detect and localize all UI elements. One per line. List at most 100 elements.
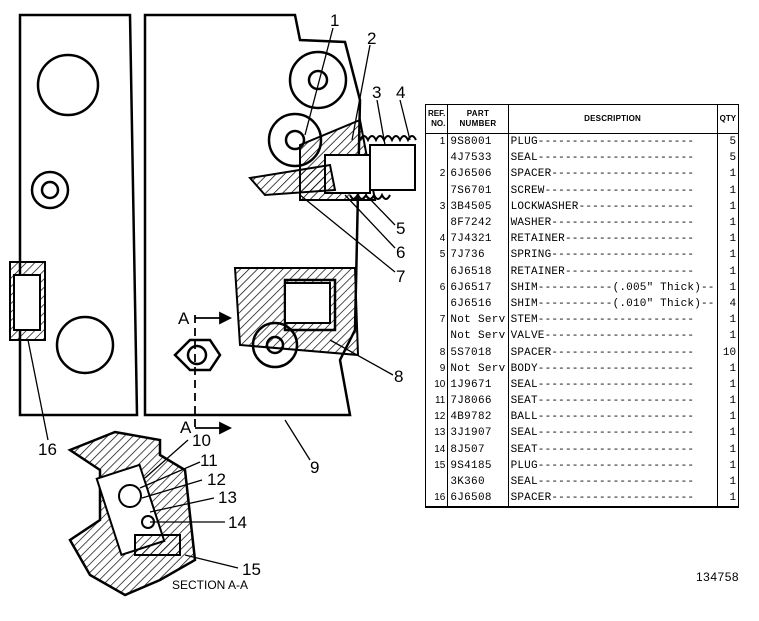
cell-part-number: 6J6506 xyxy=(447,166,509,183)
valve-body-drawing: 1 2 3 4 5 6 7 8 9 10 11 12 13 14 15 16 A… xyxy=(9,11,417,597)
cell-qty: 10 xyxy=(716,344,740,361)
callout-7: 7 xyxy=(396,267,405,286)
cell-qty: 1 xyxy=(716,441,740,458)
cell-qty: 1 xyxy=(716,425,740,442)
cell-part-number: 3J1907 xyxy=(447,425,509,442)
cell-qty: 1 xyxy=(716,312,740,329)
table-header-row: REF. NO. PART NUMBER DESCRIPTION QTY xyxy=(424,104,740,134)
bore-top-right xyxy=(288,50,348,110)
cell-description: SEAL----------------------- xyxy=(507,150,718,167)
cell-qty: 1 xyxy=(716,247,740,264)
ball xyxy=(118,484,142,508)
cell-ref xyxy=(424,295,449,313)
figure-number: 134758 xyxy=(696,570,740,584)
cell-description: PLUG----------------------- xyxy=(507,133,718,151)
callout-16: 16 xyxy=(38,440,57,459)
cell-part-number: 1J9671 xyxy=(447,376,509,393)
cell-part-number: 8F7242 xyxy=(447,214,509,232)
cell-description: VALVE---------------------- xyxy=(507,328,718,345)
cell-ref xyxy=(424,150,449,167)
cell-part-number: 6J6516 xyxy=(447,295,509,313)
cell-part-number: 6J6518 xyxy=(447,263,509,280)
leader-lines xyxy=(27,27,411,569)
cell-description: SEAT----------------------- xyxy=(507,393,718,410)
cell-description: SPACER--------------------- xyxy=(507,490,718,508)
cell-description: SCREW---------------------- xyxy=(507,182,718,199)
cell-part-number: 7J8066 xyxy=(447,393,509,410)
cell-part-number: 7J736 xyxy=(447,247,509,264)
main-block-outline xyxy=(143,13,362,417)
header-description: DESCRIPTION xyxy=(507,104,718,134)
cell-description: SPACER--------------------- xyxy=(507,166,718,183)
cell-qty: 1 xyxy=(716,263,740,280)
cell-part-number: 9S8001 xyxy=(447,133,509,151)
callout-8: 8 xyxy=(394,367,403,386)
cell-part-number: Not Serv xyxy=(447,328,509,345)
hex-plug xyxy=(173,338,222,372)
cell-qty: 1 xyxy=(716,182,740,199)
callout-1: 1 xyxy=(330,11,339,30)
cell-ref: 1 xyxy=(424,133,449,151)
cell-ref: 4 xyxy=(424,231,449,248)
cell-ref xyxy=(424,263,449,280)
callout-14: 14 xyxy=(228,513,247,532)
cell-part-number: 7J4321 xyxy=(447,231,509,248)
valve-retainer xyxy=(369,144,416,191)
callout-13: 13 xyxy=(218,488,237,507)
cell-ref: 8 xyxy=(424,344,449,361)
callout-3: 3 xyxy=(372,83,381,102)
cell-part-number: 6J6508 xyxy=(447,490,509,508)
callout-5: 5 xyxy=(396,219,405,238)
cell-part-number: 4B9782 xyxy=(447,409,509,426)
callout-15: 15 xyxy=(242,560,261,579)
cell-ref xyxy=(424,473,449,491)
cell-qty: 5 xyxy=(716,133,740,151)
cell-description: STEM----------------------- xyxy=(507,312,718,329)
cell-qty: 4 xyxy=(716,295,740,313)
cell-ref: 12 xyxy=(424,409,449,426)
cell-qty: 1 xyxy=(716,328,740,345)
cell-qty: 1 xyxy=(716,393,740,410)
cell-ref: 5 xyxy=(424,247,449,264)
cell-qty: 1 xyxy=(716,409,740,426)
header-part-number: PART NUMBER xyxy=(447,104,509,134)
cell-part-number: 9S4185 xyxy=(447,457,509,474)
callout-11: 11 xyxy=(200,451,218,470)
cell-qty: 1 xyxy=(716,279,740,296)
header-qty: QTY xyxy=(716,104,740,134)
section-marker-top: A xyxy=(178,309,190,328)
cell-description: LOCKWASHER----------------- xyxy=(507,198,718,215)
cell-description: SEAL----------------------- xyxy=(507,425,718,442)
cell-description: SPRING--------------------- xyxy=(507,247,718,264)
cell-description: PLUG----------------------- xyxy=(507,457,718,474)
callout-12: 12 xyxy=(207,470,226,489)
cell-part-number: 6J6517 xyxy=(447,279,509,296)
cell-part-number: 3K360 xyxy=(447,473,509,491)
bore-mid-left xyxy=(30,170,70,210)
cell-qty: 1 xyxy=(716,214,740,232)
cell-ref: 6 xyxy=(424,279,449,296)
cell-description: BODY----------------------- xyxy=(507,360,718,377)
cell-part-number: 3B4505 xyxy=(447,198,509,215)
callout-6: 6 xyxy=(396,243,405,262)
cell-description: SPACER--------------------- xyxy=(507,344,718,361)
cell-ref: 2 xyxy=(424,166,449,183)
cell-description: SEAT----------------------- xyxy=(507,441,718,458)
cell-part-number: 8J507 xyxy=(447,441,509,458)
cell-qty: 1 xyxy=(716,231,740,248)
